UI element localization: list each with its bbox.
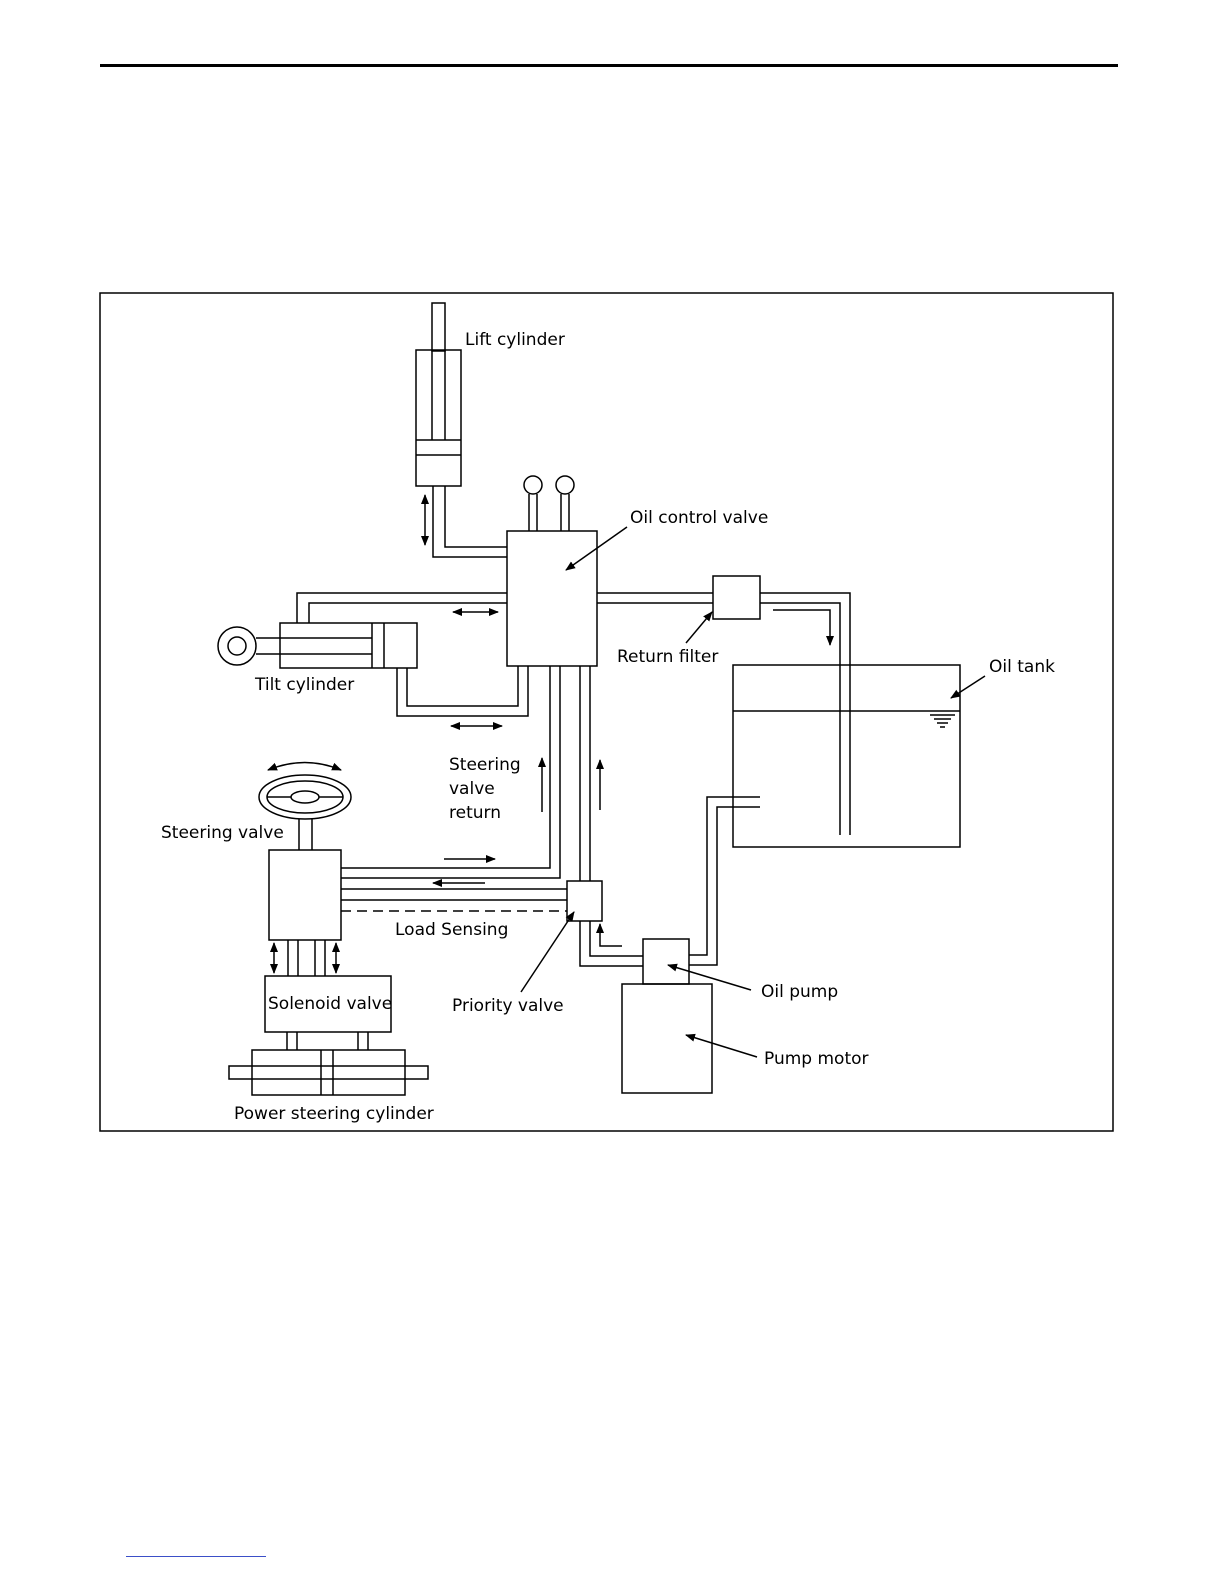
- label-tilt-cylinder: Tilt cylinder: [254, 675, 354, 695]
- oil-pump-pointer: [668, 965, 751, 990]
- label-load-sensing: Load Sensing: [395, 920, 508, 940]
- oil-pump: [643, 939, 689, 984]
- return-filter: [713, 576, 760, 619]
- label-pump-motor: Pump motor: [764, 1049, 869, 1069]
- pump-motor-pointer: [686, 1035, 757, 1057]
- label-oil-tank: Oil tank: [989, 657, 1055, 677]
- lift-cylinder: [416, 303, 461, 486]
- diagram-frame: [100, 293, 1113, 1131]
- priority-valve-pointer: [521, 912, 574, 992]
- label-power-steering-cylinder: Power steering cylinder: [234, 1104, 434, 1124]
- label-oil-pump: Oil pump: [761, 982, 838, 1002]
- steering-rotation-arrow: [268, 763, 341, 771]
- label-solenoid-valve: Solenoid valve: [268, 994, 392, 1014]
- oil-tank-pointer: [951, 676, 985, 698]
- label-steering-valve-return-line3: return: [449, 803, 501, 823]
- steering-valve: [269, 850, 341, 940]
- label-lift-cylinder: Lift cylinder: [465, 330, 565, 350]
- label-steering-valve: Steering valve: [161, 823, 284, 843]
- label-priority-valve: Priority valve: [452, 996, 564, 1016]
- label-return-filter: Return filter: [617, 647, 718, 667]
- label-oil-control-valve: Oil control valve: [630, 508, 768, 528]
- return-filter-pointer: [686, 612, 712, 643]
- label-steering-valve-return-line1: Steering: [449, 755, 521, 775]
- oil-control-valve: [507, 531, 597, 666]
- label-steering-valve-return-line2: valve: [449, 779, 495, 799]
- tilt-cylinder: [218, 623, 417, 668]
- oil-tank: [733, 665, 960, 847]
- power-steering-cylinder: [229, 1050, 428, 1095]
- footer-link-underline: [126, 1556, 266, 1557]
- control-levers: [524, 476, 574, 531]
